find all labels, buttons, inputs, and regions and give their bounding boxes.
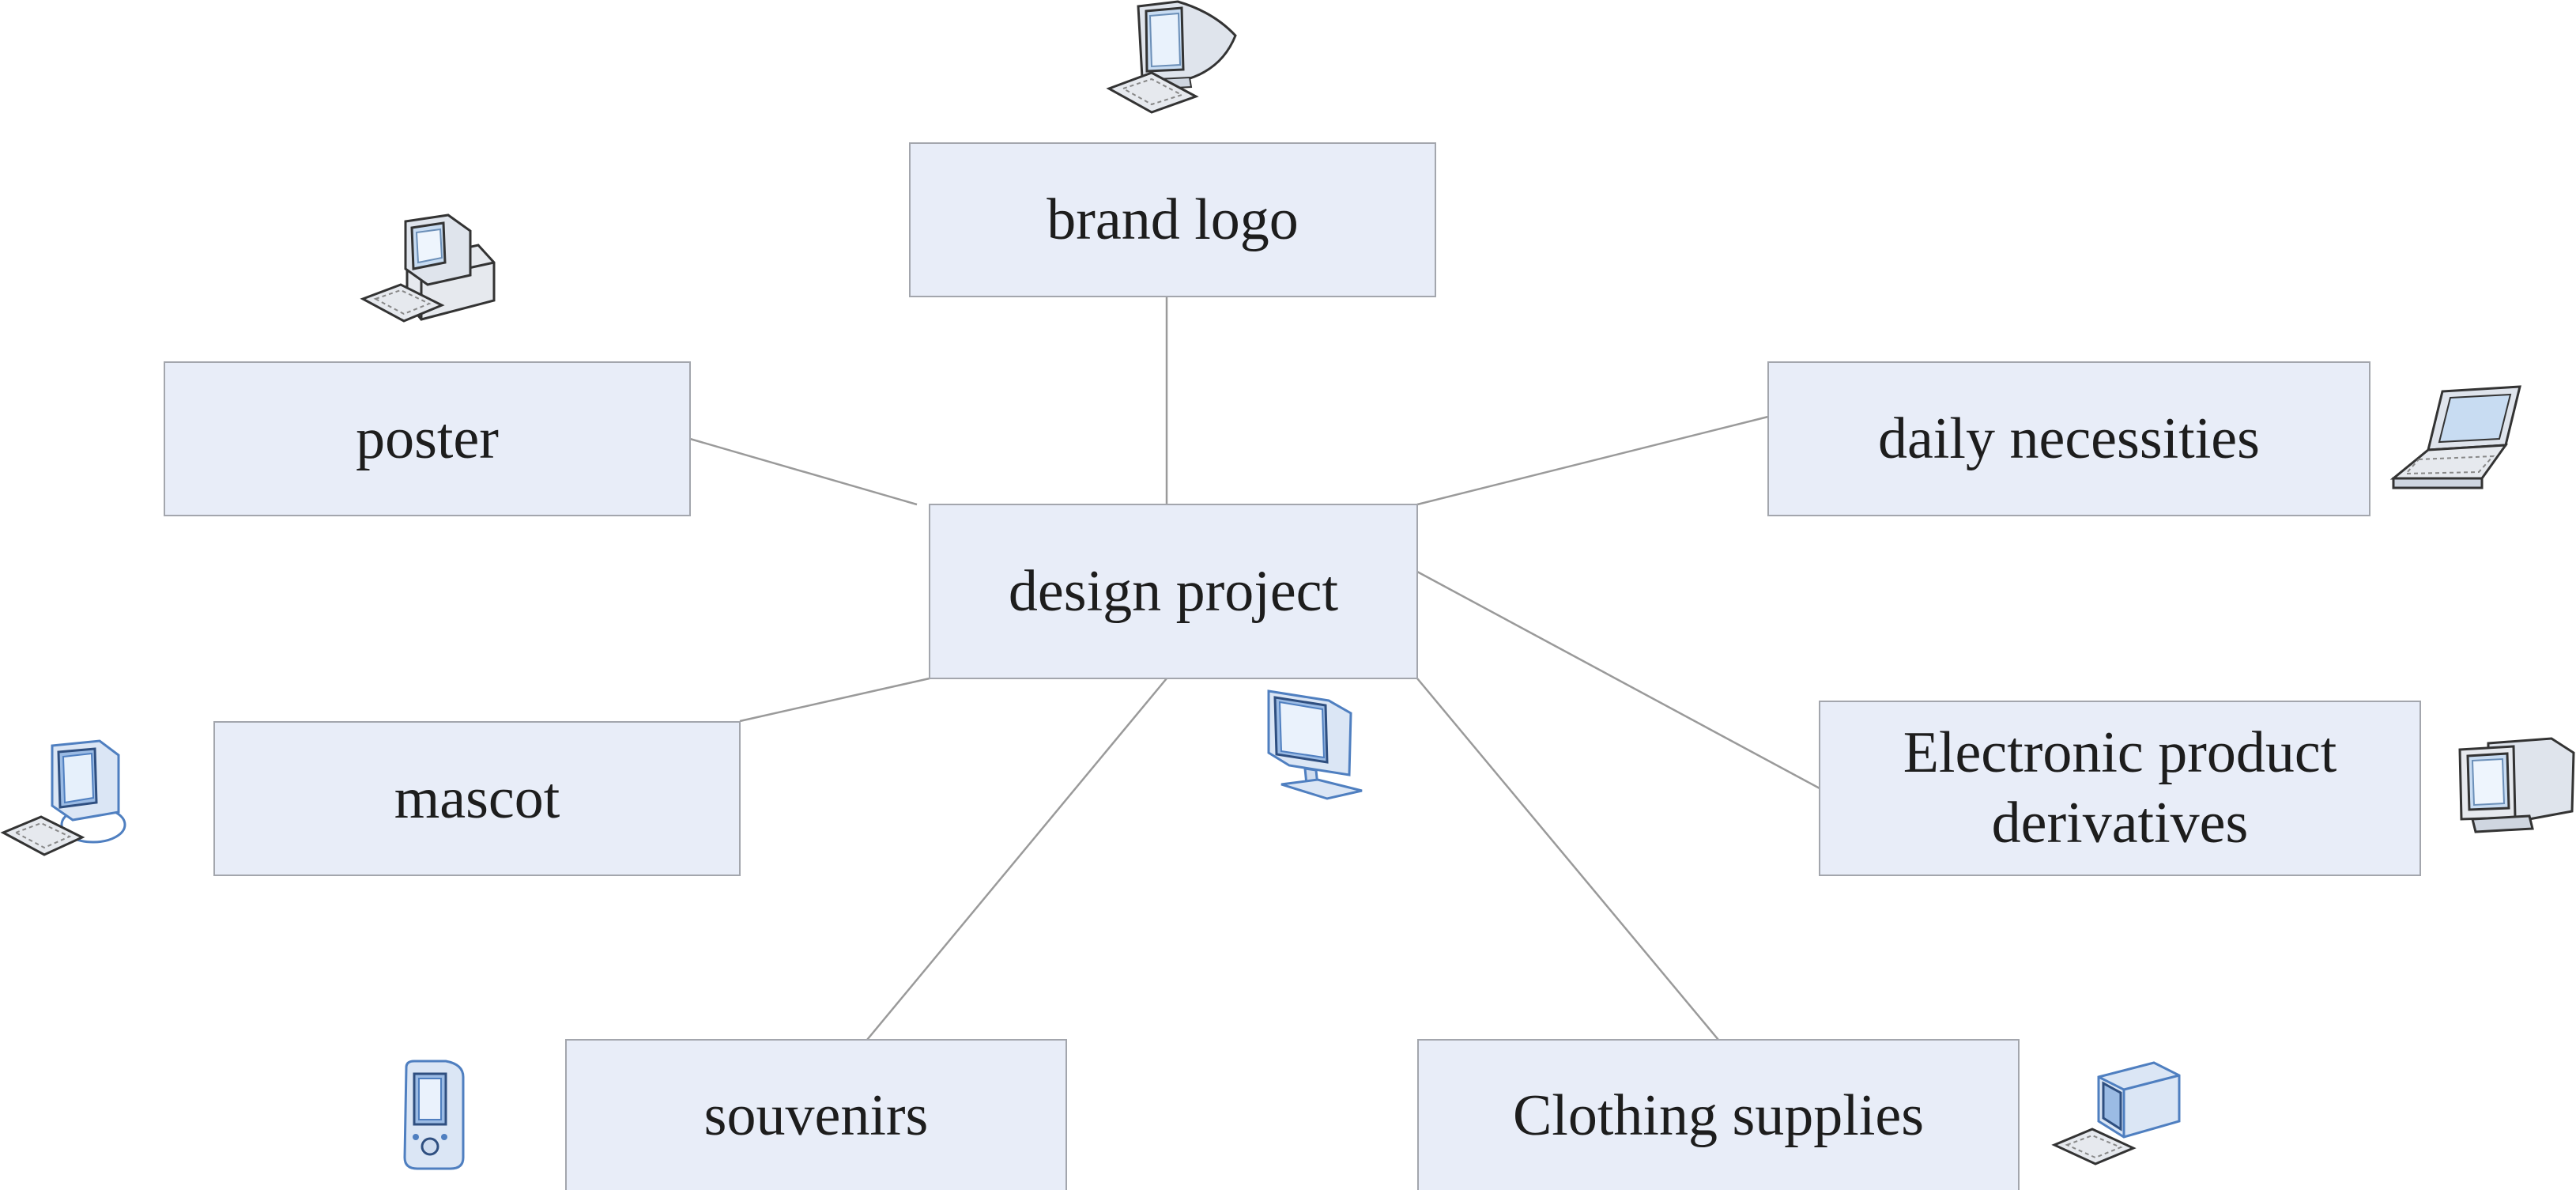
- desktop-tower-icon: [360, 213, 496, 323]
- laptop-icon: [2389, 385, 2521, 489]
- workstation-icon: [0, 739, 126, 856]
- node-electronic-product-derivatives: Electronic product derivatives: [1819, 701, 2421, 876]
- node-clothing-supplies: Clothing supplies: [1417, 1039, 2020, 1190]
- link-souvenirs: [866, 678, 1167, 1041]
- node-label: brand logo: [1047, 187, 1299, 252]
- node-label: design project: [1008, 558, 1339, 624]
- node-design-project: design project: [929, 504, 1418, 679]
- crt-monitor-icon: [2458, 737, 2575, 833]
- mac-computer-icon: [2051, 1061, 2181, 1165]
- node-poster: poster: [164, 361, 691, 516]
- link-clothing: [1416, 678, 1719, 1041]
- node-souvenirs: souvenirs: [565, 1039, 1067, 1190]
- crt-monitor-keyboard-icon: [1106, 0, 1237, 114]
- node-label: daily necessities: [1878, 406, 2260, 471]
- node-label: mascot: [394, 765, 560, 831]
- link-electronic: [1416, 570, 1820, 790]
- node-label: poster: [356, 406, 499, 471]
- node-daily-necessities: daily necessities: [1767, 361, 2370, 516]
- link-mascot: [739, 677, 930, 723]
- node-label: Clothing supplies: [1512, 1082, 1925, 1148]
- link-poster: [689, 437, 918, 506]
- link-daily-necessities: [1416, 415, 1769, 506]
- node-mascot: mascot: [213, 721, 741, 876]
- node-label: souvenirs: [703, 1082, 929, 1148]
- node-label: Electronic product derivatives: [1903, 720, 2337, 856]
- pda-icon: [403, 1060, 465, 1170]
- flat-monitor-icon: [1267, 689, 1363, 800]
- node-brand-logo: brand logo: [909, 142, 1436, 297]
